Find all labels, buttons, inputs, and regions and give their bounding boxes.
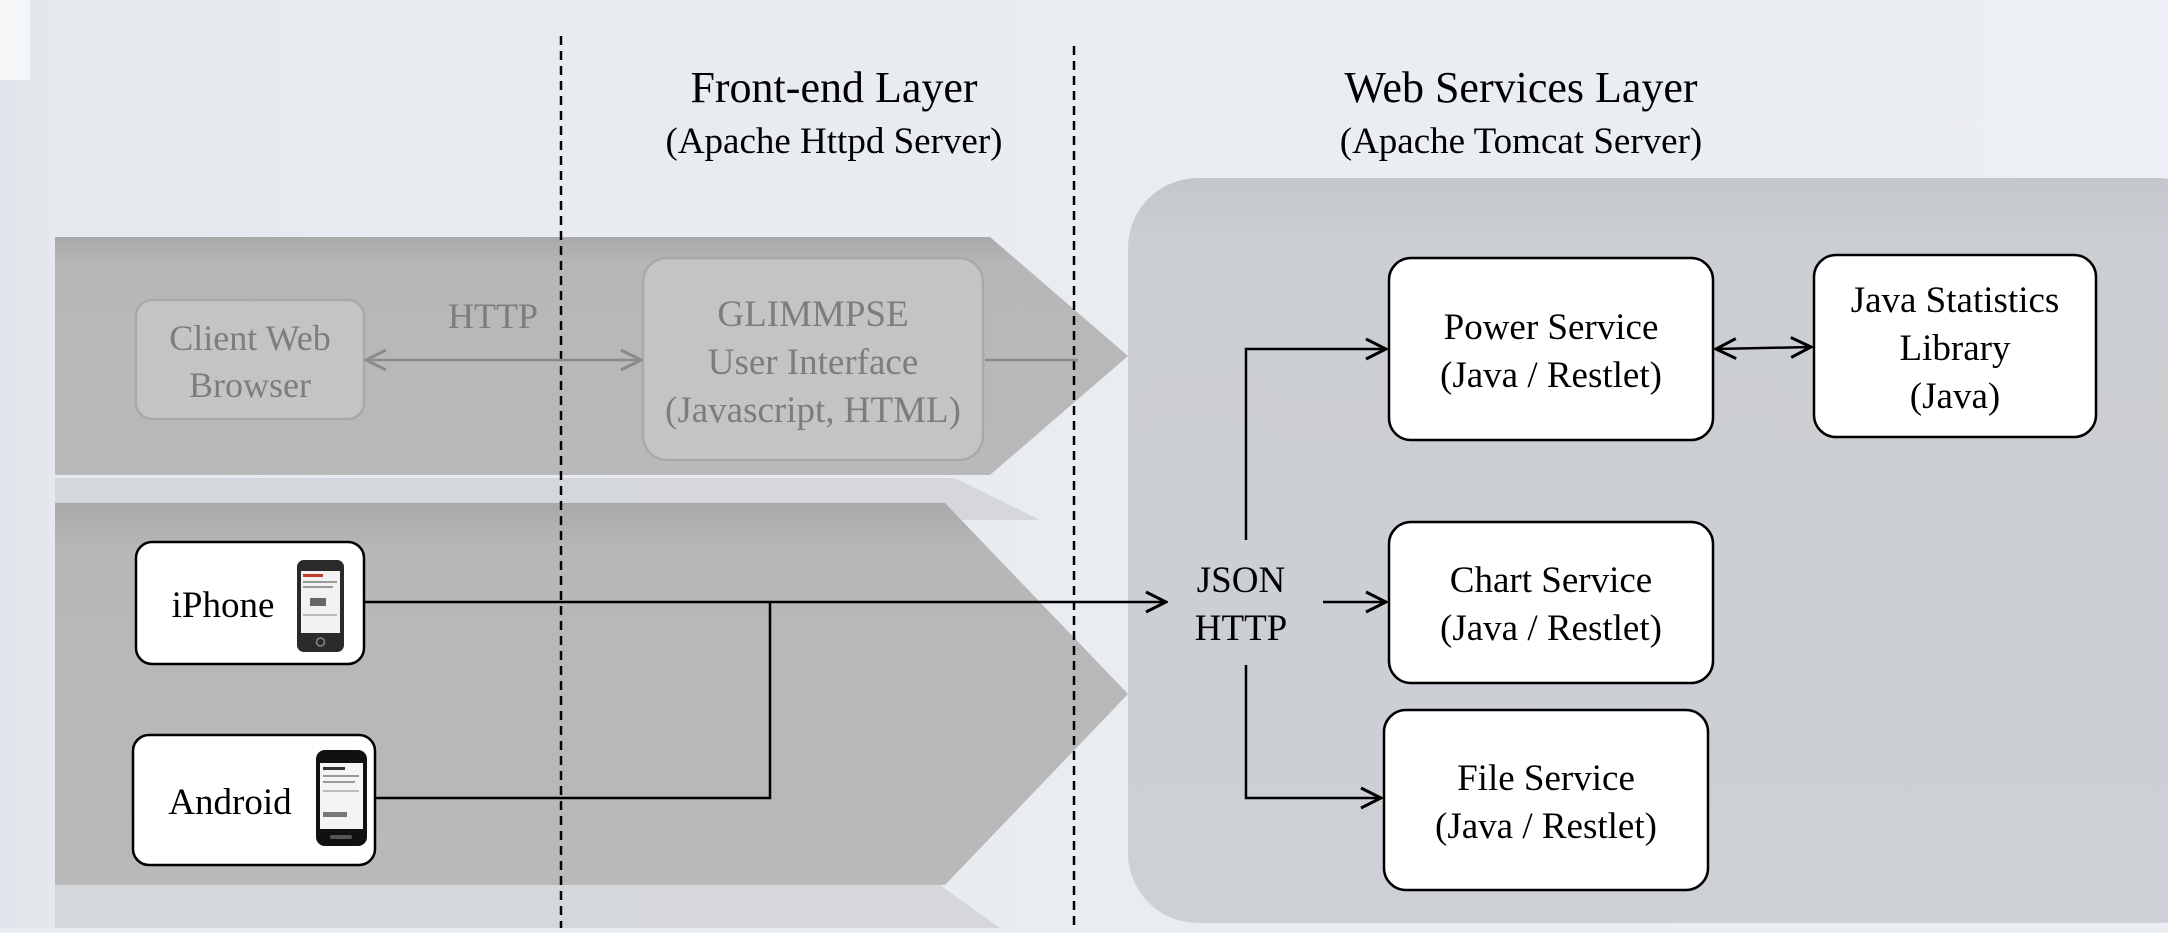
webservices-layer-subtitle: (Apache Tomcat Server) xyxy=(1340,121,1702,162)
android-node xyxy=(131,733,377,867)
iphone-label: iPhone xyxy=(172,585,275,626)
android-device-icon xyxy=(316,750,367,846)
power-service-label-line2: (Java / Restlet) xyxy=(1440,355,1662,396)
chart-service-label-line2: (Java / Restlet) xyxy=(1440,608,1662,649)
file-service-label-line2: (Java / Restlet) xyxy=(1435,806,1657,847)
client-web-browser-label-line2: Browser xyxy=(189,365,311,405)
glimmpse-ui-node xyxy=(641,256,985,462)
glimmpse-ui-label-line3: (Javascript, HTML) xyxy=(665,390,961,431)
frontend-layer-subtitle: (Apache Httpd Server) xyxy=(666,121,1003,162)
android-to-json-edge xyxy=(375,602,772,800)
file-service-node xyxy=(1382,708,1710,892)
hub-to-power-edge xyxy=(1244,349,1386,540)
java-stats-label-line3: (Java) xyxy=(1910,376,2000,417)
http-edge-label: HTTP xyxy=(448,296,538,336)
webservices-layer-title: Web Services Layer xyxy=(1344,63,1698,112)
file-service-label-line1: File Service xyxy=(1457,758,1635,799)
java-statistics-library-node xyxy=(1812,253,2098,439)
android-label: Android xyxy=(168,782,292,823)
iphone-device-icon xyxy=(297,560,344,652)
json-hub-label-line1: JSON xyxy=(1197,560,1285,601)
glimmpse-ui-label-line1: GLIMMPSE xyxy=(717,294,908,335)
json-hub-label-line2: HTTP xyxy=(1195,608,1288,649)
hub-to-file-edge xyxy=(1244,665,1381,798)
glimmpse-ui-label-line2: User Interface xyxy=(708,342,919,383)
chart-service-label-line1: Chart Service xyxy=(1450,560,1652,601)
frontend-layer-title: Front-end Layer xyxy=(690,63,977,112)
java-stats-label-line1: Java Statistics xyxy=(1851,280,2060,321)
corner-shade xyxy=(0,0,30,80)
client-web-browser-label-line1: Client Web xyxy=(169,318,330,358)
power-service-label-line1: Power Service xyxy=(1444,307,1659,348)
power-service-node xyxy=(1387,256,1715,442)
java-stats-label-line2: Library xyxy=(1900,328,2011,369)
power-to-stats-edge xyxy=(1716,347,1811,349)
lower-band-shadow xyxy=(55,885,1000,928)
chart-service-node xyxy=(1387,520,1715,685)
